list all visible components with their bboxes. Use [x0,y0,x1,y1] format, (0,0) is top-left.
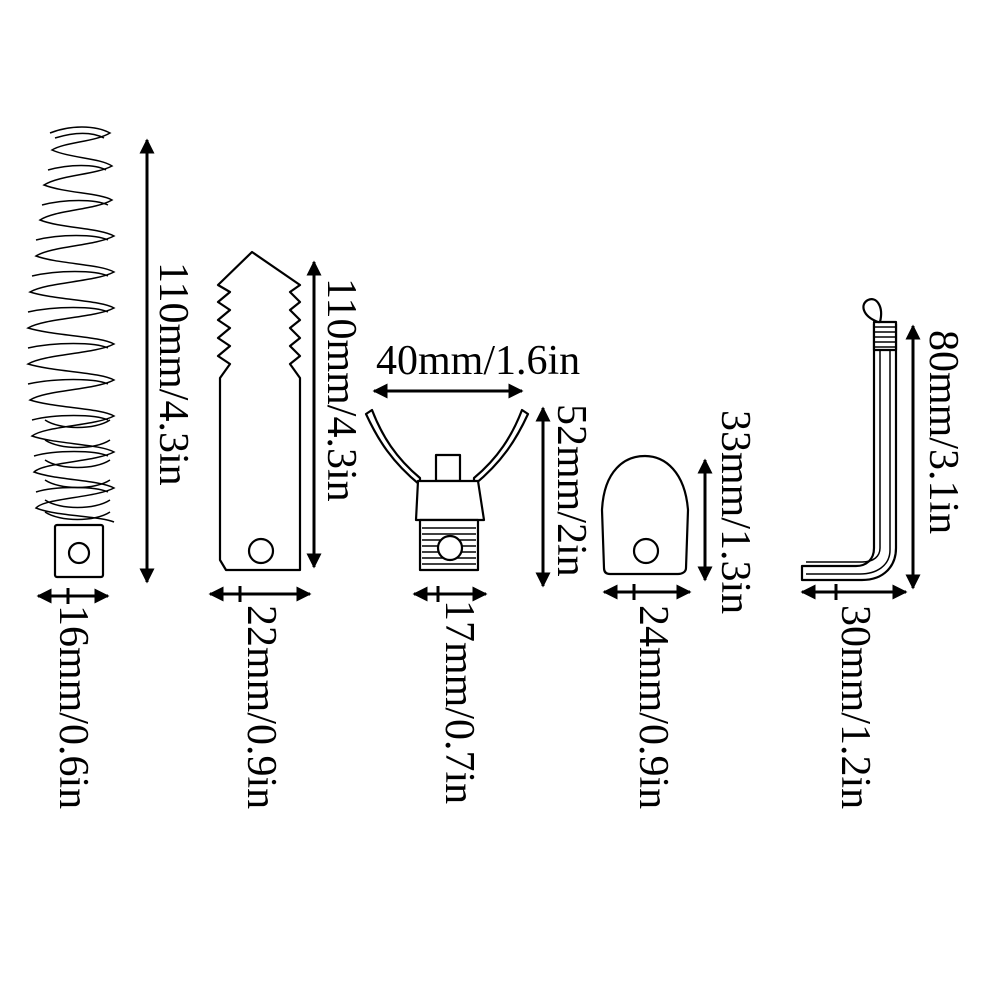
l-hook-loop [862,298,883,324]
fork-cutter-part [364,408,530,572]
fork-hole [436,534,464,562]
blade-height-label: 33mm/1.3in [712,410,758,614]
rounded-blade-part [600,454,690,576]
spring-width-label: 16mm/0.6in [50,605,96,809]
spring-coupler-hole [67,541,91,565]
l-hook-part [800,298,898,582]
fork-collar [414,479,486,522]
spring-coil-outline [26,126,116,523]
rounded-blade-outline [600,454,690,576]
saw-blade-hole [247,537,275,565]
l-hook-outline [800,322,898,582]
spring-head-part [26,126,116,579]
saw-height-label: 110mm/4.3in [318,278,364,502]
rounded-blade-hole [632,537,660,565]
fork-span-label: 40mm/1.6in [376,338,580,384]
fork-top-nub [434,453,462,483]
hook-height-label: 80mm/3.1in [920,330,966,534]
fork-left-arm [364,408,422,487]
saw-blade-outline [216,250,302,572]
fork-width-label: 17mm/0.7in [436,600,482,804]
fork-right-arm [472,408,530,487]
blade-width-label: 24mm/0.9in [630,605,676,809]
saw-width-label: 22mm/0.9in [238,605,284,809]
l-hook-coil [872,320,898,352]
spring-height-label: 110mm/4.3in [150,262,196,486]
fork-height-label: 52mm/2in [548,404,594,577]
saw-blade-part [216,250,302,572]
hook-width-label: 30mm/1.2in [832,605,878,809]
